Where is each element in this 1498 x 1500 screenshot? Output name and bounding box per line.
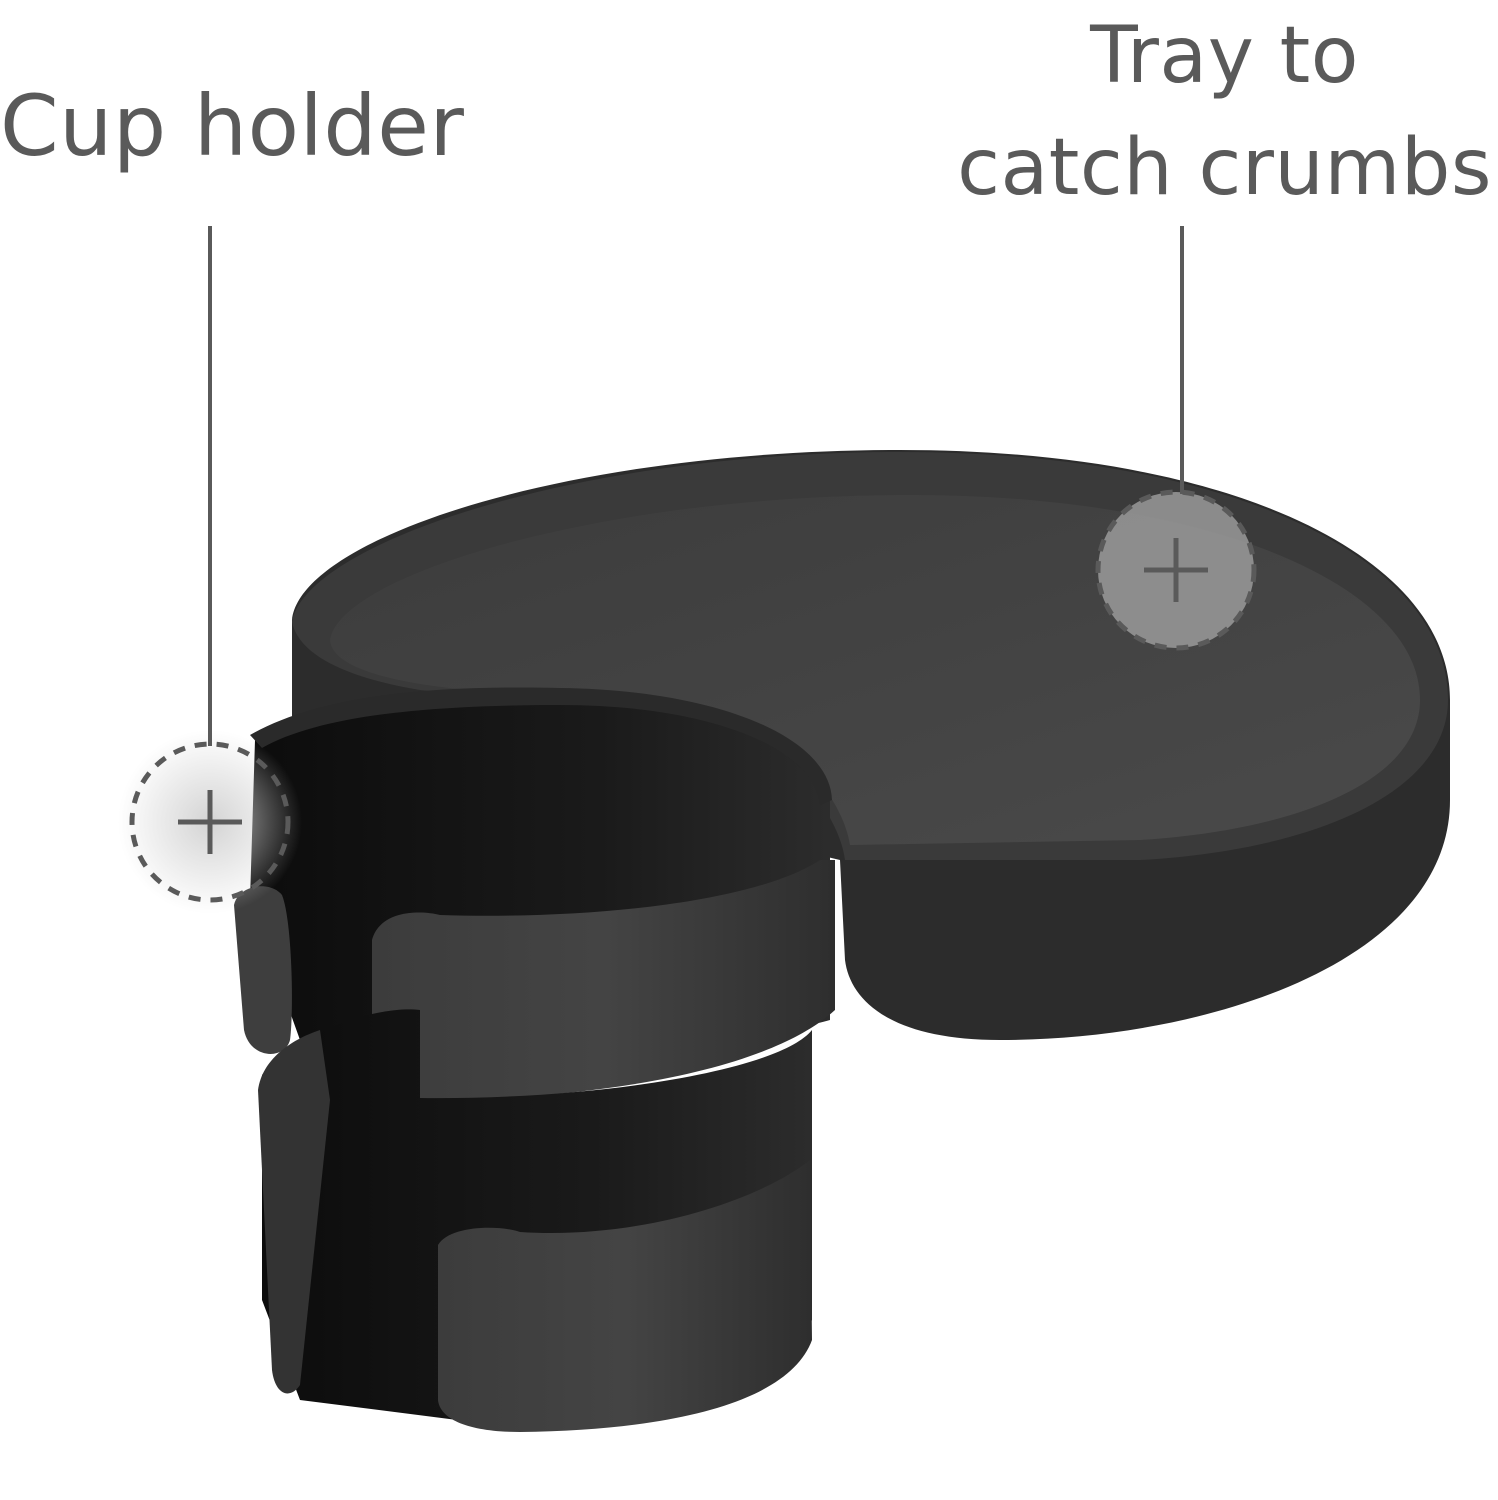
tray-label: Tray to catch crumbs (957, 0, 1492, 224)
cup-holder-leader-line (208, 226, 212, 746)
cup-holder (234, 687, 835, 1432)
tray-marker[interactable] (1095, 489, 1257, 651)
plus-icon (178, 790, 242, 854)
tray-label-line1: Tray to (1090, 11, 1359, 101)
tray-label-line2: catch crumbs (957, 123, 1492, 213)
cup-holder-label: Cup holder (0, 77, 465, 175)
tray-leader-line (1180, 226, 1184, 494)
plus-icon (1144, 538, 1208, 602)
cup-holder-marker[interactable] (118, 730, 302, 914)
